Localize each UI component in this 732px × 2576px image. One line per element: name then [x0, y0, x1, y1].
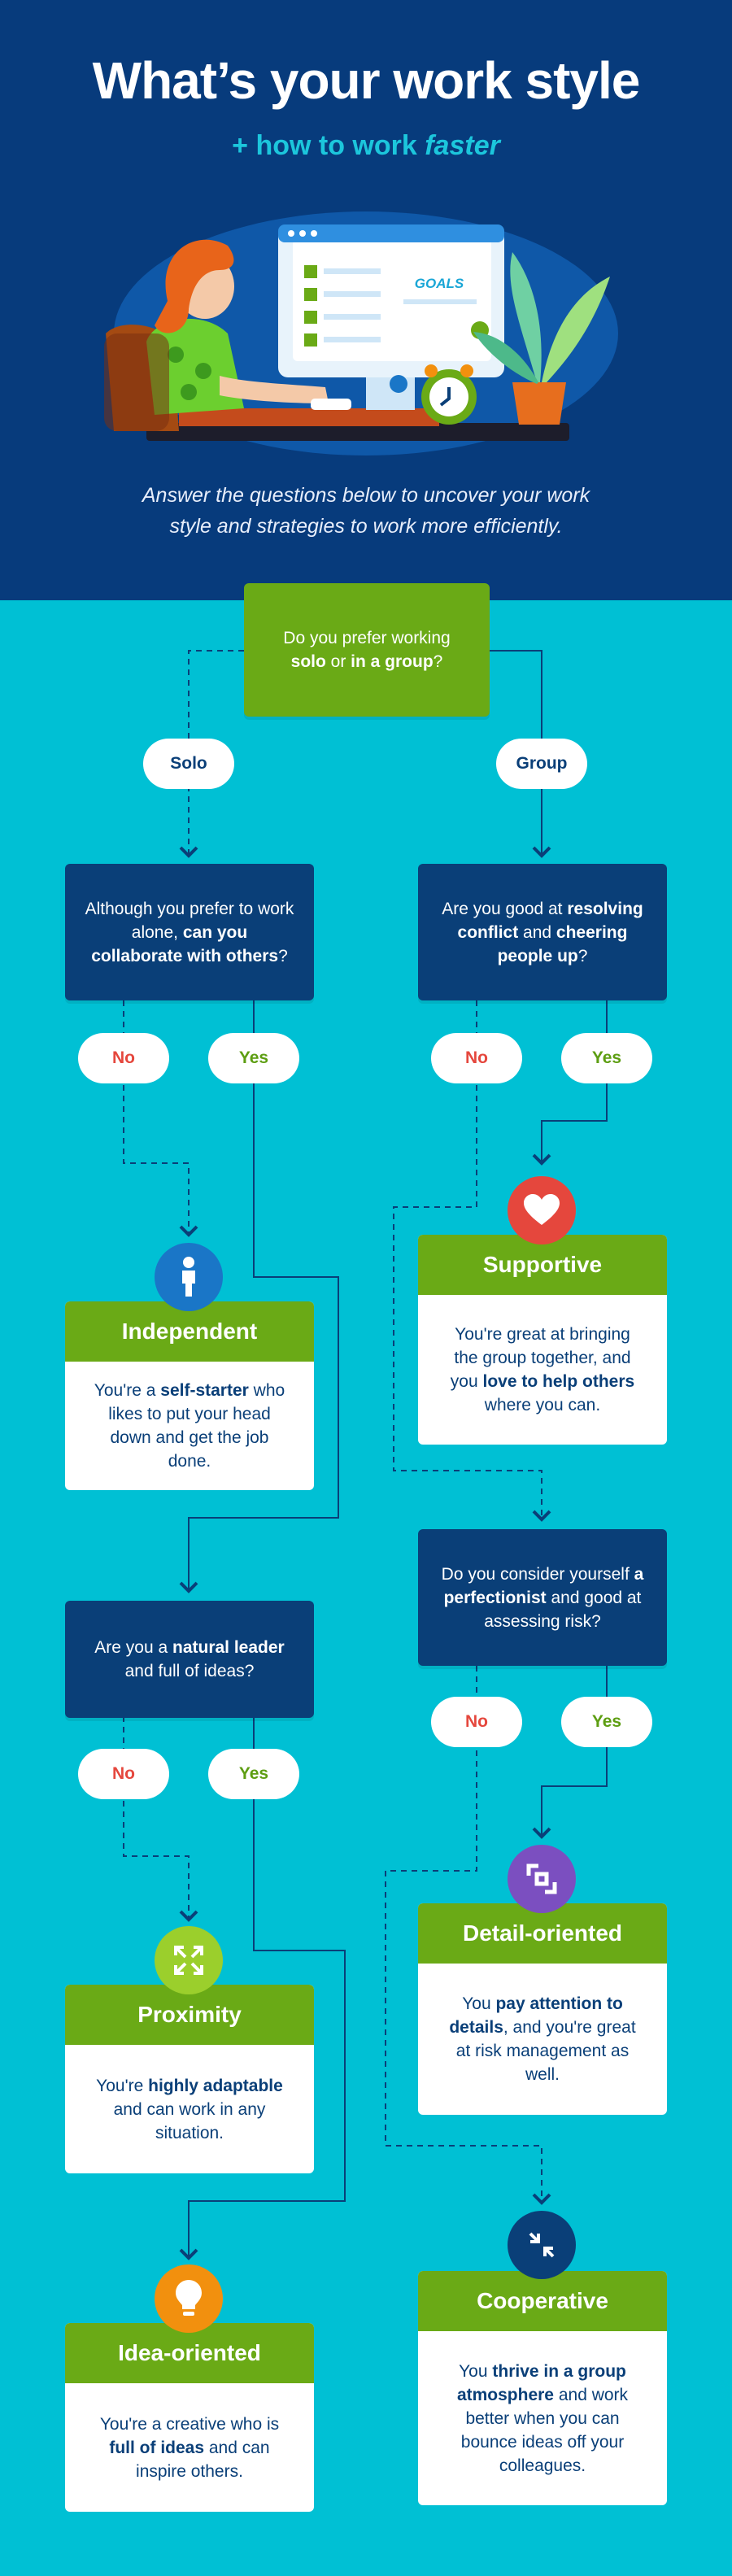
- question-text: Are you a natural leader and full of ide…: [94, 1638, 285, 1680]
- result-title: Supportive: [418, 1235, 667, 1295]
- connector-q3-no: [393, 1000, 551, 1522]
- monitor-dot: [299, 230, 306, 237]
- desk-mat: [179, 408, 439, 426]
- result-supportive: Supportive You're great at bringing the …: [418, 1235, 667, 1445]
- task-line: [324, 291, 381, 297]
- answer-no-pill: No: [431, 1697, 522, 1747]
- result-description: You pay attention to details, and you're…: [449, 1994, 636, 2084]
- connector-q4-no: [385, 1666, 551, 2205]
- answer-no-pill: No: [78, 1033, 169, 1083]
- heart-icon: [508, 1176, 576, 1244]
- task-line: [324, 314, 381, 320]
- question-conflict: Are you good at resolving conflict and c…: [418, 864, 667, 1000]
- result-detail-oriented: Detail-oriented You pay attention to det…: [418, 1903, 667, 2115]
- plant-pot: [512, 382, 566, 425]
- answer-yes-pill: Yes: [561, 1697, 652, 1747]
- page-title: What’s your work style: [92, 51, 641, 110]
- goals-label: GOALS: [415, 276, 464, 291]
- answer-yes-pill: Yes: [208, 1033, 299, 1083]
- person-arm: [220, 376, 329, 403]
- page-subtitle: + how to work faster: [0, 130, 732, 162]
- plant-leaf: [473, 332, 538, 384]
- person-icon: [155, 1243, 223, 1311]
- answer-no-pill: No: [431, 1033, 522, 1083]
- intro-text: Answer the questions below to uncover yo…: [142, 484, 590, 538]
- result-title: Cooperative: [418, 2271, 667, 2331]
- hero-illustration: GOALS: [104, 211, 618, 455]
- checkbox-icon: [304, 288, 317, 301]
- result-independent: Independent You're a self-starter who li…: [65, 1301, 314, 1490]
- checkbox-icon: [304, 333, 317, 347]
- connector-q2-yes: [179, 1000, 339, 1593]
- result-title: Independent: [65, 1301, 314, 1362]
- answer-solo-pill: Solo: [143, 739, 234, 789]
- connector-q5-yes: [179, 1716, 346, 2260]
- clock-bell: [460, 364, 473, 377]
- question-leader: Are you a natural leader and full of ide…: [65, 1601, 314, 1718]
- checkbox-icon: [304, 311, 317, 324]
- question-text: Are you good at resolving conflict and c…: [442, 899, 643, 965]
- plant-leaf: [542, 277, 610, 382]
- result-title: Idea-oriented: [65, 2323, 314, 2383]
- result-description: You're a creative who is full of ideas a…: [99, 2414, 280, 2481]
- person-hair: [155, 239, 234, 333]
- monitor-dot: [311, 230, 317, 237]
- question-text: Although you prefer to work alone, can y…: [85, 899, 294, 965]
- question-work-preference: Do you prefer working solo or in a group…: [244, 583, 490, 717]
- subtitle-emphasis: faster: [425, 130, 500, 161]
- answer-no-pill: No: [78, 1749, 169, 1799]
- result-description: You're highly adaptable and can work in …: [96, 2076, 283, 2142]
- desk: [146, 423, 569, 441]
- result-idea-oriented: Idea-oriented You're a creative who is f…: [65, 2323, 314, 2512]
- connector-q5-no: [123, 1716, 198, 1922]
- shirt-dot: [168, 347, 184, 363]
- question-text: Do you prefer working solo or in a group…: [283, 629, 451, 671]
- shirt-dot: [195, 363, 211, 379]
- chair-back: [104, 333, 169, 431]
- question-collaborate: Although you prefer to work alone, can y…: [65, 864, 314, 1000]
- lightbulb-icon: [155, 2264, 223, 2333]
- question-text: Do you consider yourself a perfectionist…: [441, 1564, 644, 1631]
- connector-q4-yes: [532, 1666, 608, 1839]
- keyboard-hand: [311, 399, 351, 410]
- result-description: You're great at bringing the group toget…: [450, 1325, 635, 1414]
- clock-bell: [425, 364, 438, 377]
- focus-icon: [508, 1845, 576, 1913]
- connector-q2-no: [123, 1000, 198, 1237]
- checkbox-icon: [304, 265, 317, 278]
- goal-line: [403, 299, 477, 304]
- plant-leaf: [510, 252, 542, 382]
- monitor-bar: [278, 224, 504, 242]
- result-description: You're a self-starter who likes to put y…: [94, 1381, 285, 1471]
- answer-yes-pill: Yes: [561, 1033, 652, 1083]
- answer-group-pill: Group: [496, 739, 587, 789]
- clock-hands: [439, 387, 451, 407]
- result-proximity: Proximity You're highly adaptable and ca…: [65, 1985, 314, 2173]
- monitor-dot: [288, 230, 294, 237]
- shirt-dot: [181, 384, 197, 400]
- expand-arrows-icon: [155, 1926, 223, 1994]
- question-perfectionist: Do you consider yourself a perfectionist…: [418, 1529, 667, 1666]
- subtitle-prefix: + how to work: [232, 130, 425, 161]
- result-title: Proximity: [65, 1985, 314, 2045]
- result-cooperative: Cooperative You thrive in a group atmosp…: [418, 2271, 667, 2505]
- result-description: You thrive in a group atmosphere and wor…: [456, 2361, 629, 2475]
- answer-yes-pill: Yes: [208, 1749, 299, 1799]
- collapse-arrows-icon: [508, 2211, 576, 2279]
- task-line: [324, 268, 381, 274]
- monitor-button: [390, 375, 407, 393]
- task-line: [324, 337, 381, 342]
- result-title: Detail-oriented: [418, 1903, 667, 1964]
